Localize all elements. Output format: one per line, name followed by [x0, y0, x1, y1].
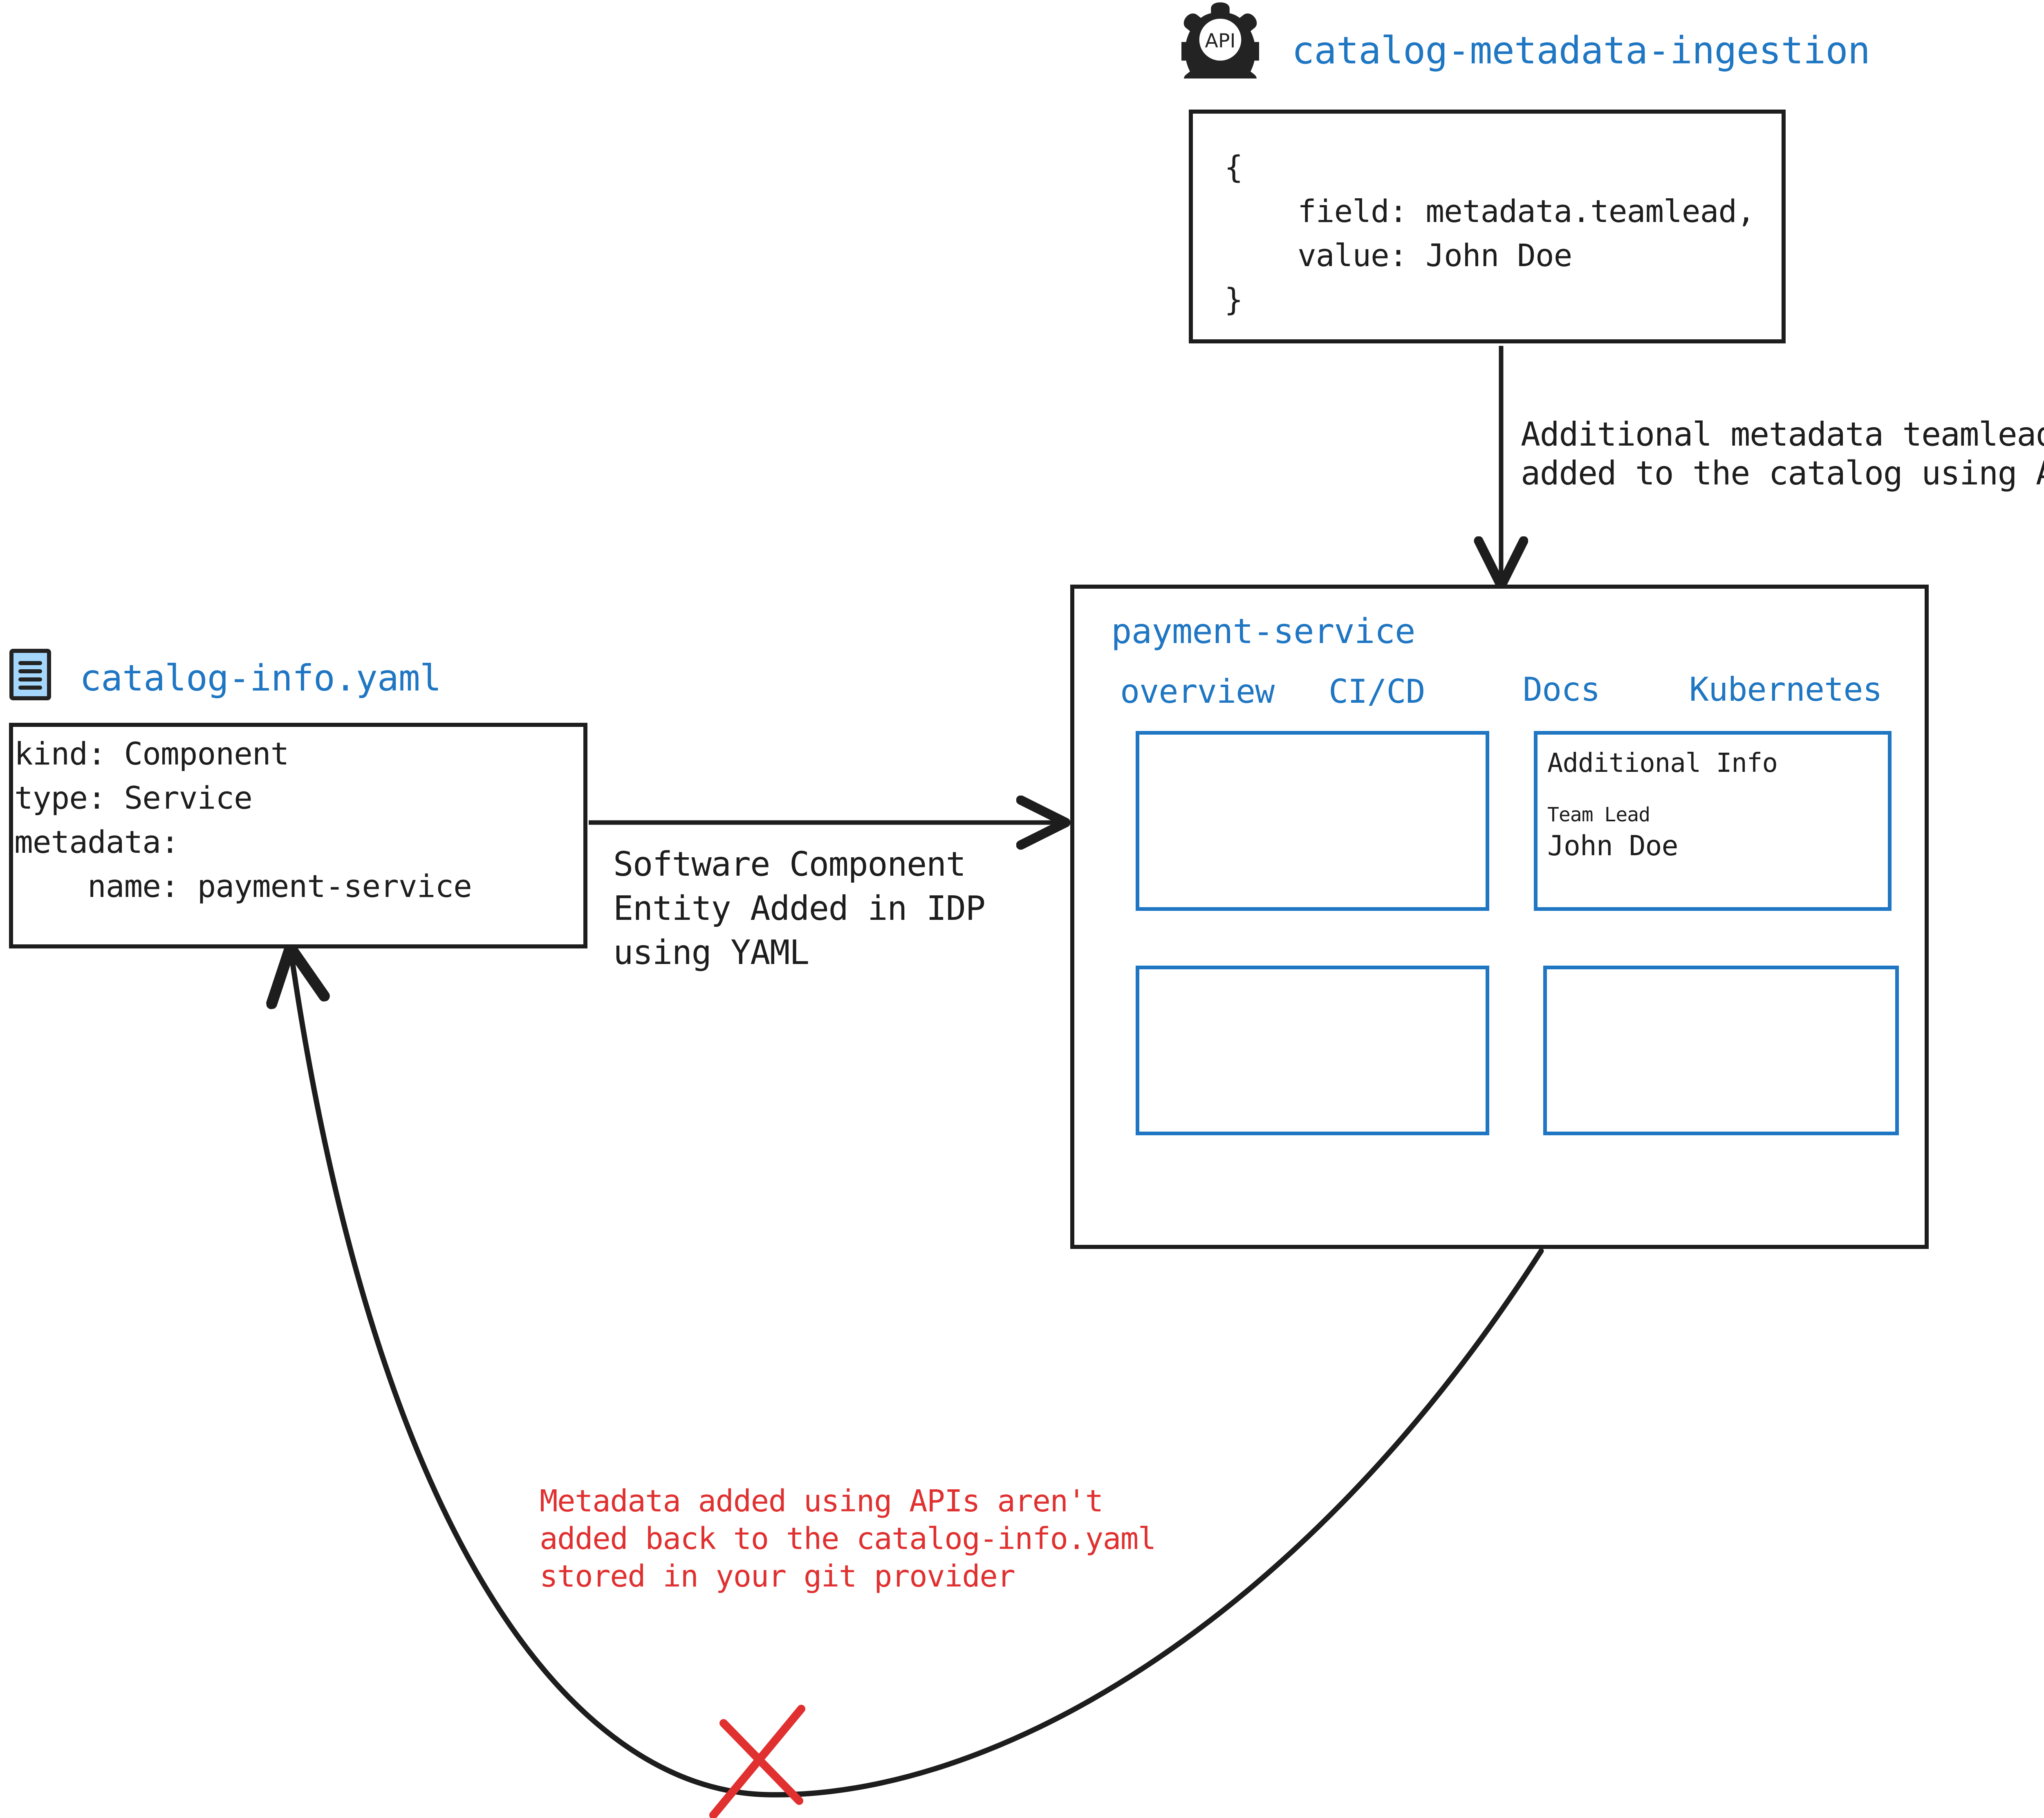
team-lead-label: Team Lead — [1547, 803, 1650, 826]
warning-label-line3: stored in your git provider — [540, 1559, 1015, 1594]
yaml-document-icon — [9, 648, 52, 701]
edge-yaml-to-panel-label-line3: using YAML — [613, 933, 809, 972]
panel-title: payment-service — [1111, 611, 1416, 651]
red-x-icon — [709, 1705, 805, 1818]
api-payload-box — [1189, 110, 1786, 343]
yaml-content-box — [9, 723, 587, 948]
tab-kubernetes[interactable]: Kubernetes — [1689, 670, 1883, 708]
yaml-source-title: catalog-info.yaml — [80, 657, 442, 699]
empty-card-bottom-right[interactable] — [1543, 966, 1899, 1135]
api-gear-icon: API — [1174, 1, 1266, 101]
edge-api-to-panel-label-line2: added to the catalog using APIs — [1521, 454, 2044, 492]
yaml-content-code: kind: Component type: Service metadata: … — [14, 735, 472, 904]
edge-api-to-panel-label-line1: Additional metadata teamlead — [1521, 415, 2044, 453]
warning-label-line1: Metadata added using APIs aren't — [540, 1484, 1103, 1519]
payment-service-panel — [1070, 585, 1929, 1249]
additional-info-heading: Additional Info — [1547, 748, 1778, 778]
edge-yaml-to-panel-label-line2: Entity Added in IDP — [613, 889, 986, 928]
tab-docs[interactable]: Docs — [1523, 670, 1600, 708]
team-lead-value: John Doe — [1547, 830, 1679, 862]
additional-info-card[interactable] — [1534, 731, 1892, 911]
warning-label-line2: added back to the catalog-info.yaml — [540, 1521, 1156, 1556]
empty-card-bottom-left[interactable] — [1136, 966, 1489, 1135]
svg-text:API: API — [1205, 30, 1235, 52]
empty-card-top-left[interactable] — [1136, 731, 1489, 911]
tab-overview[interactable]: overview — [1120, 673, 1275, 711]
tab-ci-cd[interactable]: CI/CD — [1329, 673, 1425, 711]
api-source-title: catalog-metadata-ingestion — [1292, 29, 1870, 72]
api-payload-code: { field: metadata.teamlead, value: John … — [1224, 149, 1755, 318]
edge-yaml-to-panel-label-line1: Software Component — [613, 845, 966, 884]
